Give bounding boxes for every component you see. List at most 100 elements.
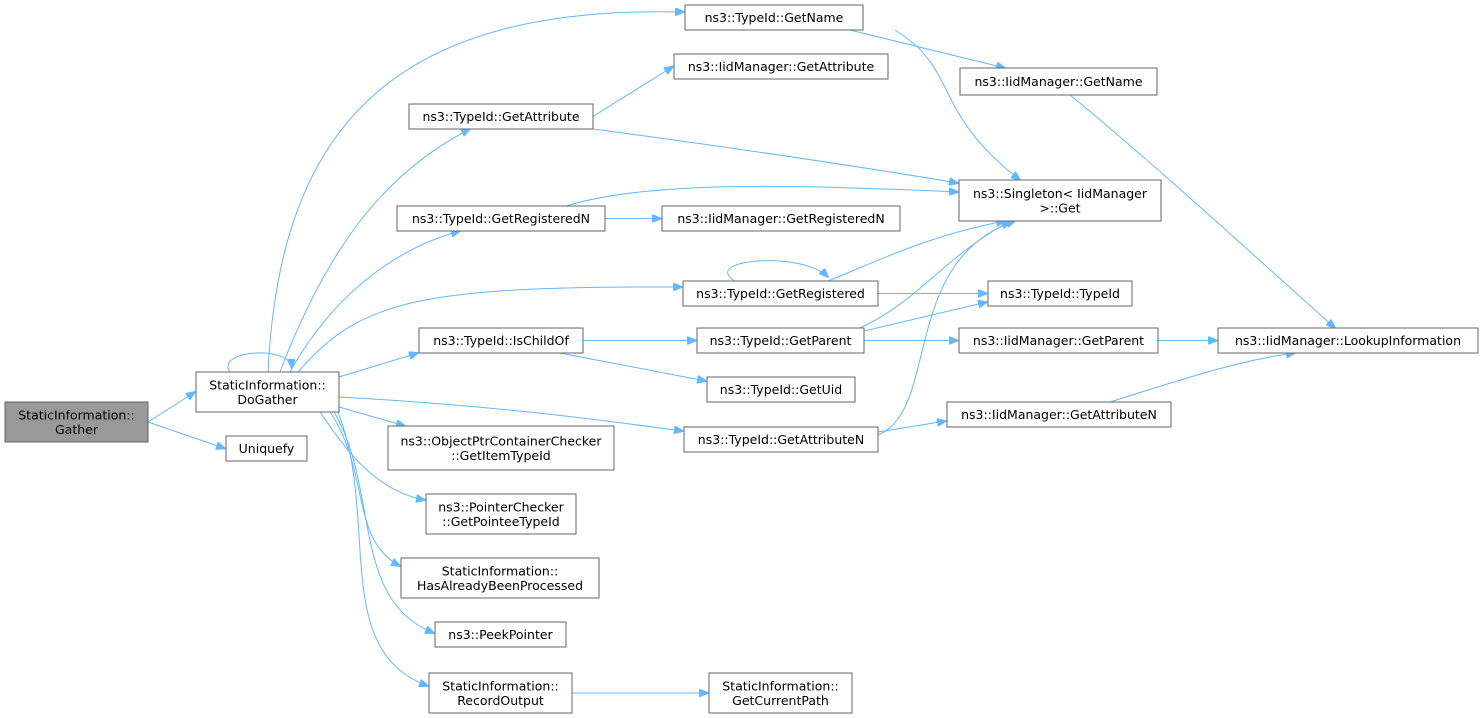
node-label-line: ns3::TypeId::GetParent bbox=[710, 333, 852, 348]
edge-tid-getregistered-to-tid-getregistered bbox=[727, 260, 828, 282]
node-tid-getregistered[interactable]: ns3::TypeId::GetRegistered bbox=[682, 280, 879, 307]
node-label-line: StaticInformation:: bbox=[722, 678, 839, 693]
node-box bbox=[959, 67, 1158, 96]
node-box bbox=[428, 672, 573, 714]
node-opc-getitemtypeid[interactable]: ns3::ObjectPtrContainerChecker::GetItemT… bbox=[387, 425, 615, 471]
node-box bbox=[958, 327, 1159, 354]
node-box bbox=[684, 4, 864, 31]
node-label-line: ns3::TypeId::GetUid bbox=[720, 382, 842, 397]
edge-dogather-to-tid-getattributen bbox=[338, 396, 683, 431]
node-label-line: ns3::TypeId::GetAttribute bbox=[422, 109, 579, 124]
node-box bbox=[396, 205, 606, 232]
node-label-line: ::GetItemTypeId bbox=[451, 448, 551, 463]
edge-tid-getname-to-iid-getname bbox=[849, 29, 1005, 68]
node-iid-getattribute[interactable]: ns3::IidManager::GetAttribute bbox=[673, 53, 889, 80]
nodes-layer: StaticInformation::GatherStaticInformati… bbox=[4, 4, 1479, 714]
node-peekpointer[interactable]: ns3::PeekPointer bbox=[434, 621, 567, 648]
node-si-hasalready[interactable]: StaticInformation::HasAlreadyBeenProcess… bbox=[400, 557, 600, 599]
node-iid-lookupinfo[interactable]: ns3::IidManager::LookupInformation bbox=[1217, 327, 1479, 354]
edge-tid-getregisteredn-to-singleton-get bbox=[565, 185, 958, 207]
node-singleton-get[interactable]: ns3::Singleton< IidManager>::Get bbox=[958, 179, 1162, 222]
node-box bbox=[408, 103, 594, 130]
node-label-line: DoGather bbox=[237, 392, 298, 407]
edges-layer bbox=[147, 12, 1335, 693]
node-si-getcurrentpath[interactable]: StaticInformation::GetCurrentPath bbox=[708, 672, 853, 714]
node-label-line: ns3::PointerChecker bbox=[438, 499, 564, 514]
edge-tid-getname-to-singleton-get bbox=[894, 29, 1020, 180]
node-box bbox=[696, 327, 865, 354]
node-box bbox=[661, 205, 901, 232]
node-uniquefy[interactable]: Uniquefy bbox=[225, 435, 308, 462]
node-label-line: StaticInformation:: bbox=[209, 377, 326, 392]
node-label-line: ns3::IidManager::LookupInformation bbox=[1235, 333, 1461, 348]
node-label-line: RecordOutput bbox=[457, 693, 544, 708]
node-tid-getparent[interactable]: ns3::TypeId::GetParent bbox=[696, 327, 865, 354]
node-box bbox=[195, 371, 340, 413]
node-box bbox=[682, 280, 879, 307]
node-box bbox=[387, 425, 615, 471]
node-dogather[interactable]: StaticInformation::DoGather bbox=[195, 371, 340, 413]
node-label-line: ns3::TypeId::GetRegisteredN bbox=[412, 211, 590, 226]
node-tid-typeid[interactable]: ns3::TypeId::TypeId bbox=[987, 280, 1133, 307]
node-box bbox=[400, 557, 600, 599]
node-label-line: ns3::TypeId::IsChildOf bbox=[433, 333, 569, 348]
edge-dogather-to-si-hasalready bbox=[329, 411, 400, 566]
node-box bbox=[418, 327, 584, 354]
node-label-line: ::GetPointeeTypeId bbox=[442, 514, 559, 529]
edge-dogather-to-opc-getitemtypeid bbox=[338, 406, 405, 426]
node-label-line: ns3::IidManager::GetRegisteredN bbox=[677, 211, 884, 226]
node-box bbox=[683, 426, 879, 453]
edge-tid-getparent-to-tid-typeid bbox=[863, 302, 987, 332]
node-label-line: StaticInformation:: bbox=[18, 407, 135, 422]
node-iid-getregisteredn[interactable]: ns3::IidManager::GetRegisteredN bbox=[661, 205, 901, 232]
edge-tid-getparent-to-singleton-get bbox=[859, 221, 1010, 329]
edge-dogather-to-si-recordoutput bbox=[337, 411, 428, 686]
edge-tid-ischildof-to-tid-getuid bbox=[559, 352, 706, 381]
node-tid-getregisteredn[interactable]: ns3::TypeId::GetRegisteredN bbox=[396, 205, 606, 232]
node-label-line: ns3::TypeId::GetName bbox=[705, 10, 844, 25]
node-tid-getattributen[interactable]: ns3::TypeId::GetAttributeN bbox=[683, 426, 879, 453]
edge-dogather-to-tid-getregistered bbox=[297, 287, 682, 373]
node-iid-getname[interactable]: ns3::IidManager::GetName bbox=[959, 67, 1158, 96]
node-label-line: ns3::IidManager::GetParent bbox=[973, 333, 1144, 348]
edge-dogather-to-tid-getattribute bbox=[279, 129, 470, 373]
node-label-line: >::Get bbox=[1039, 200, 1080, 215]
node-label-line: Uniquefy bbox=[239, 441, 295, 456]
node-label-line: StaticInformation:: bbox=[442, 563, 559, 578]
node-label-line: ns3::IidManager::GetAttribute bbox=[688, 59, 875, 74]
edge-dogather-to-tid-ischildof bbox=[338, 353, 418, 378]
node-box bbox=[673, 53, 889, 80]
node-tid-getname[interactable]: ns3::TypeId::GetName bbox=[684, 4, 864, 31]
node-tid-getuid[interactable]: ns3::TypeId::GetUid bbox=[706, 376, 856, 403]
node-box bbox=[225, 435, 308, 462]
edge-dogather-to-tid-getregisteredn bbox=[289, 231, 460, 373]
edge-gather-to-dogather bbox=[147, 392, 195, 423]
edge-dogather-to-pc-getpointeetypeid bbox=[319, 411, 425, 500]
node-pc-getpointeetypeid[interactable]: ns3::PointerChecker::GetPointeeTypeId bbox=[425, 493, 577, 535]
node-box bbox=[946, 401, 1172, 428]
node-box bbox=[425, 493, 577, 535]
node-gather[interactable]: StaticInformation::Gather bbox=[4, 401, 149, 443]
node-label-line: ns3::TypeId::GetAttributeN bbox=[698, 432, 864, 447]
edge-tid-getregistered-to-singleton-get bbox=[827, 221, 1005, 282]
node-iid-getattributen[interactable]: ns3::IidManager::GetAttributeN bbox=[946, 401, 1172, 428]
node-label-line: Gather bbox=[55, 422, 99, 437]
node-label-line: ns3::ObjectPtrContainerChecker bbox=[400, 433, 602, 448]
edge-dogather-to-tid-getname bbox=[267, 12, 684, 373]
node-label-line: ns3::IidManager::GetAttributeN bbox=[961, 407, 1157, 422]
node-label-line: ns3::TypeId::GetRegistered bbox=[696, 286, 865, 301]
edge-tid-getattributen-to-singleton-get bbox=[877, 221, 1015, 436]
node-si-recordoutput[interactable]: StaticInformation::RecordOutput bbox=[428, 672, 573, 714]
node-label-line: ns3::IidManager::GetName bbox=[974, 74, 1142, 89]
node-tid-getattribute[interactable]: ns3::TypeId::GetAttribute bbox=[408, 103, 594, 130]
edge-iid-getattributen-to-iid-lookupinfo bbox=[1109, 353, 1295, 403]
edge-dogather-to-dogather bbox=[227, 352, 292, 373]
node-iid-getparent[interactable]: ns3::IidManager::GetParent bbox=[958, 327, 1159, 354]
node-box bbox=[1217, 327, 1479, 354]
node-tid-ischildof[interactable]: ns3::TypeId::IsChildOf bbox=[418, 327, 584, 354]
edge-gather-to-uniquefy bbox=[147, 421, 225, 449]
node-box bbox=[706, 376, 856, 403]
node-label-line: ns3::Singleton< IidManager bbox=[973, 186, 1148, 201]
edge-dogather-to-peekpointer bbox=[333, 411, 434, 633]
